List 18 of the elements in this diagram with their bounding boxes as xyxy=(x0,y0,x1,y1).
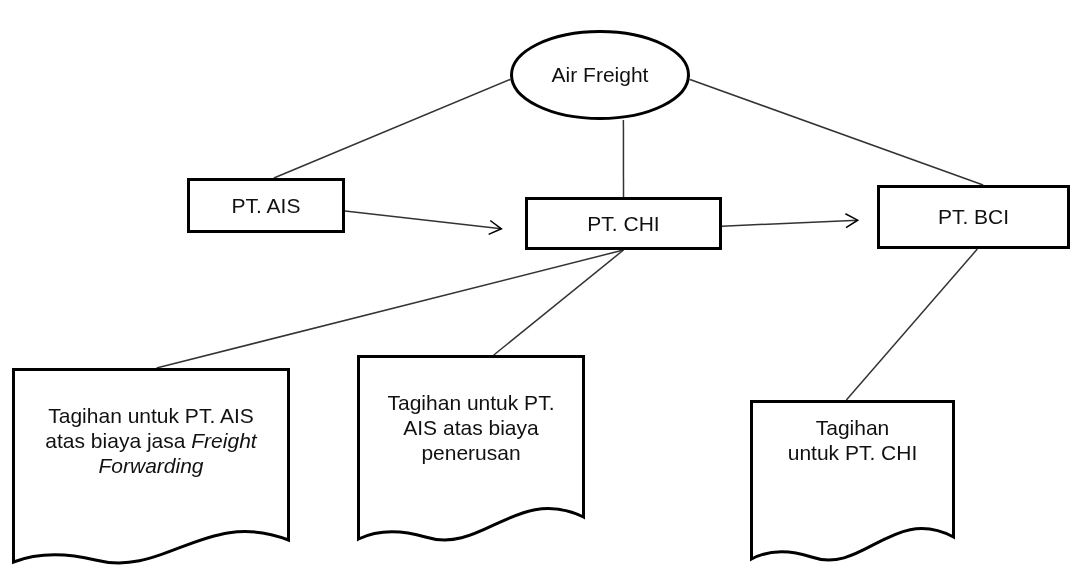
ellipse-node xyxy=(510,30,690,120)
node-label: PT. CHI xyxy=(587,210,660,237)
node-label: Tagihan untuk PT. CHI xyxy=(786,415,919,466)
connector-line xyxy=(273,78,511,179)
connector-line xyxy=(493,249,625,356)
node-label: PT. BCI xyxy=(937,204,1010,230)
process-box xyxy=(187,178,345,233)
process-box xyxy=(525,197,722,250)
connector-line xyxy=(622,119,625,198)
arrow xyxy=(721,213,859,229)
arrow xyxy=(344,210,503,236)
connector-line xyxy=(689,78,984,186)
node-label: Tagihan untuk PT. AIS atas biaya penerusan xyxy=(386,390,556,466)
node-label: PT. AIS xyxy=(231,192,301,219)
connector-line xyxy=(845,248,979,401)
node-label: Air Freight xyxy=(551,62,649,88)
process-box xyxy=(877,185,1070,249)
node-label: Tagihan untuk PT. AIS atas biaya jasa Freight Forwarding xyxy=(44,403,259,479)
